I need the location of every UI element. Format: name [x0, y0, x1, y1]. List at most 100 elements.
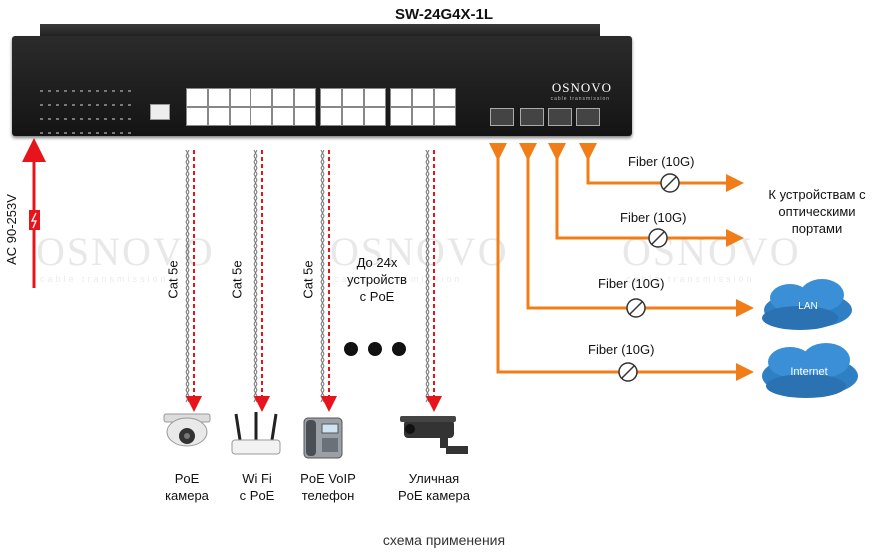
- led-indicator: [80, 118, 83, 120]
- sfp-port: [490, 108, 514, 126]
- led-indicator: [80, 90, 83, 92]
- device-label-poe-camera: PoE камера: [152, 470, 222, 504]
- led-indicator: [104, 132, 107, 134]
- led-indicator: [48, 104, 51, 106]
- optical-target-line-3: портами: [791, 221, 843, 236]
- dome-camera-icon: [163, 413, 211, 447]
- device-label-line-2: телефон: [301, 488, 355, 503]
- led-indicator: [56, 132, 59, 134]
- led-indicator: [72, 132, 75, 134]
- device-label-voip: PoE VoIP телефон: [288, 470, 368, 504]
- led-indicator: [48, 90, 51, 92]
- led-indicator: [40, 90, 43, 92]
- cable-label-3: Cat 5e: [300, 260, 316, 299]
- led-indicator: [120, 90, 123, 92]
- power-line: [22, 138, 46, 288]
- led-indicator: [80, 132, 83, 134]
- led-indicator: [88, 90, 91, 92]
- ethernet-port: [364, 107, 386, 126]
- device-label-line-1: Уличная: [408, 471, 460, 486]
- fiber-label-4: Fiber (10G): [588, 342, 655, 357]
- led-indicator: [88, 104, 91, 106]
- optical-target-label: К устройствам с оптическими портами: [752, 186, 882, 237]
- led-indicator: [96, 90, 99, 92]
- led-indicator: [112, 132, 115, 134]
- led-indicator: [80, 104, 83, 106]
- fiber-label-1: Fiber (10G): [628, 154, 695, 169]
- lan-cloud-icon: [762, 279, 852, 330]
- watermark-center: OSNOVO: [330, 229, 509, 274]
- led-indicator: [104, 90, 107, 92]
- led-indicator: [56, 118, 59, 120]
- led-indicator: [64, 104, 67, 106]
- cable-label-2: Cat 5e: [229, 260, 245, 299]
- device-label-line-2: с PoE: [239, 488, 275, 503]
- console-port: [150, 104, 170, 120]
- watermark-left: OSNOVO: [36, 229, 215, 274]
- fiber-lines: [489, 143, 754, 381]
- led-indicator: [88, 132, 91, 134]
- outdoor-camera-icon: [400, 416, 468, 454]
- optical-target-line-1: К устройствам с: [768, 187, 866, 202]
- ethernet-port: [250, 88, 272, 107]
- device-label-wifi: Wi Fi с PoE: [222, 470, 292, 504]
- led-indicator: [104, 104, 107, 106]
- led-indicator: [128, 104, 131, 106]
- ellipsis-dot: [392, 342, 406, 356]
- led-indicator: [40, 118, 43, 120]
- ethernet-port: [434, 107, 456, 126]
- led-indicator: [112, 118, 115, 120]
- power-bolt-icon: [29, 210, 40, 230]
- ethernet-port: [208, 107, 230, 126]
- led-indicator: [40, 104, 43, 106]
- ethernet-port: [272, 107, 294, 126]
- sfp-port: [548, 108, 572, 126]
- led-indicator: [40, 132, 43, 134]
- sfp-port: [576, 108, 600, 126]
- led-indicator: [120, 132, 123, 134]
- led-indicator: [112, 90, 115, 92]
- device-label-line-1: PoE VoIP: [300, 471, 356, 486]
- led-indicator: [128, 90, 131, 92]
- ethernet-port: [390, 88, 412, 107]
- ethernet-port: [250, 107, 272, 126]
- devices-note-line-1: До 24х: [356, 255, 398, 270]
- internet-cloud-icon: [762, 343, 858, 398]
- led-indicator: [96, 104, 99, 106]
- fiber-connectors: [618, 173, 680, 382]
- ethernet-port: [294, 88, 316, 107]
- devices-note: До 24х устройств с PoE: [332, 254, 422, 305]
- status-leds: [40, 90, 150, 150]
- ethernet-port: [364, 88, 386, 107]
- lan-label: LAN: [798, 301, 818, 312]
- poe-cable-1: [185, 149, 202, 412]
- led-indicator: [104, 118, 107, 120]
- ethernet-port: [272, 88, 294, 107]
- watermark-left-sub: cable transmission: [40, 274, 169, 284]
- internet-label: Internet: [790, 366, 828, 378]
- ethernet-port: [208, 88, 230, 107]
- ethernet-port: [294, 107, 316, 126]
- led-indicator: [96, 118, 99, 120]
- led-indicator: [72, 104, 75, 106]
- led-indicator: [128, 118, 131, 120]
- ellipsis-dot: [344, 342, 358, 356]
- wifi-router-icon: [231, 412, 281, 455]
- led-indicator: [72, 90, 75, 92]
- optical-target-line-2: оптическими: [778, 204, 856, 219]
- fiber-label-2: Fiber (10G): [620, 210, 687, 225]
- poe-cable-3: [320, 149, 337, 412]
- ethernet-port: [390, 107, 412, 126]
- led-indicator: [128, 132, 131, 134]
- ethernet-port: [186, 107, 208, 126]
- led-indicator: [88, 118, 91, 120]
- led-indicator: [64, 90, 67, 92]
- led-indicator: [64, 132, 67, 134]
- ellipsis-dot: [368, 342, 382, 356]
- ethernet-port: [342, 107, 364, 126]
- brand-logo: OSNOVO: [551, 80, 612, 95]
- fiber-line-4: [489, 143, 754, 381]
- devices-note-line-2: устройств: [347, 272, 407, 287]
- sfp-port: [520, 108, 544, 126]
